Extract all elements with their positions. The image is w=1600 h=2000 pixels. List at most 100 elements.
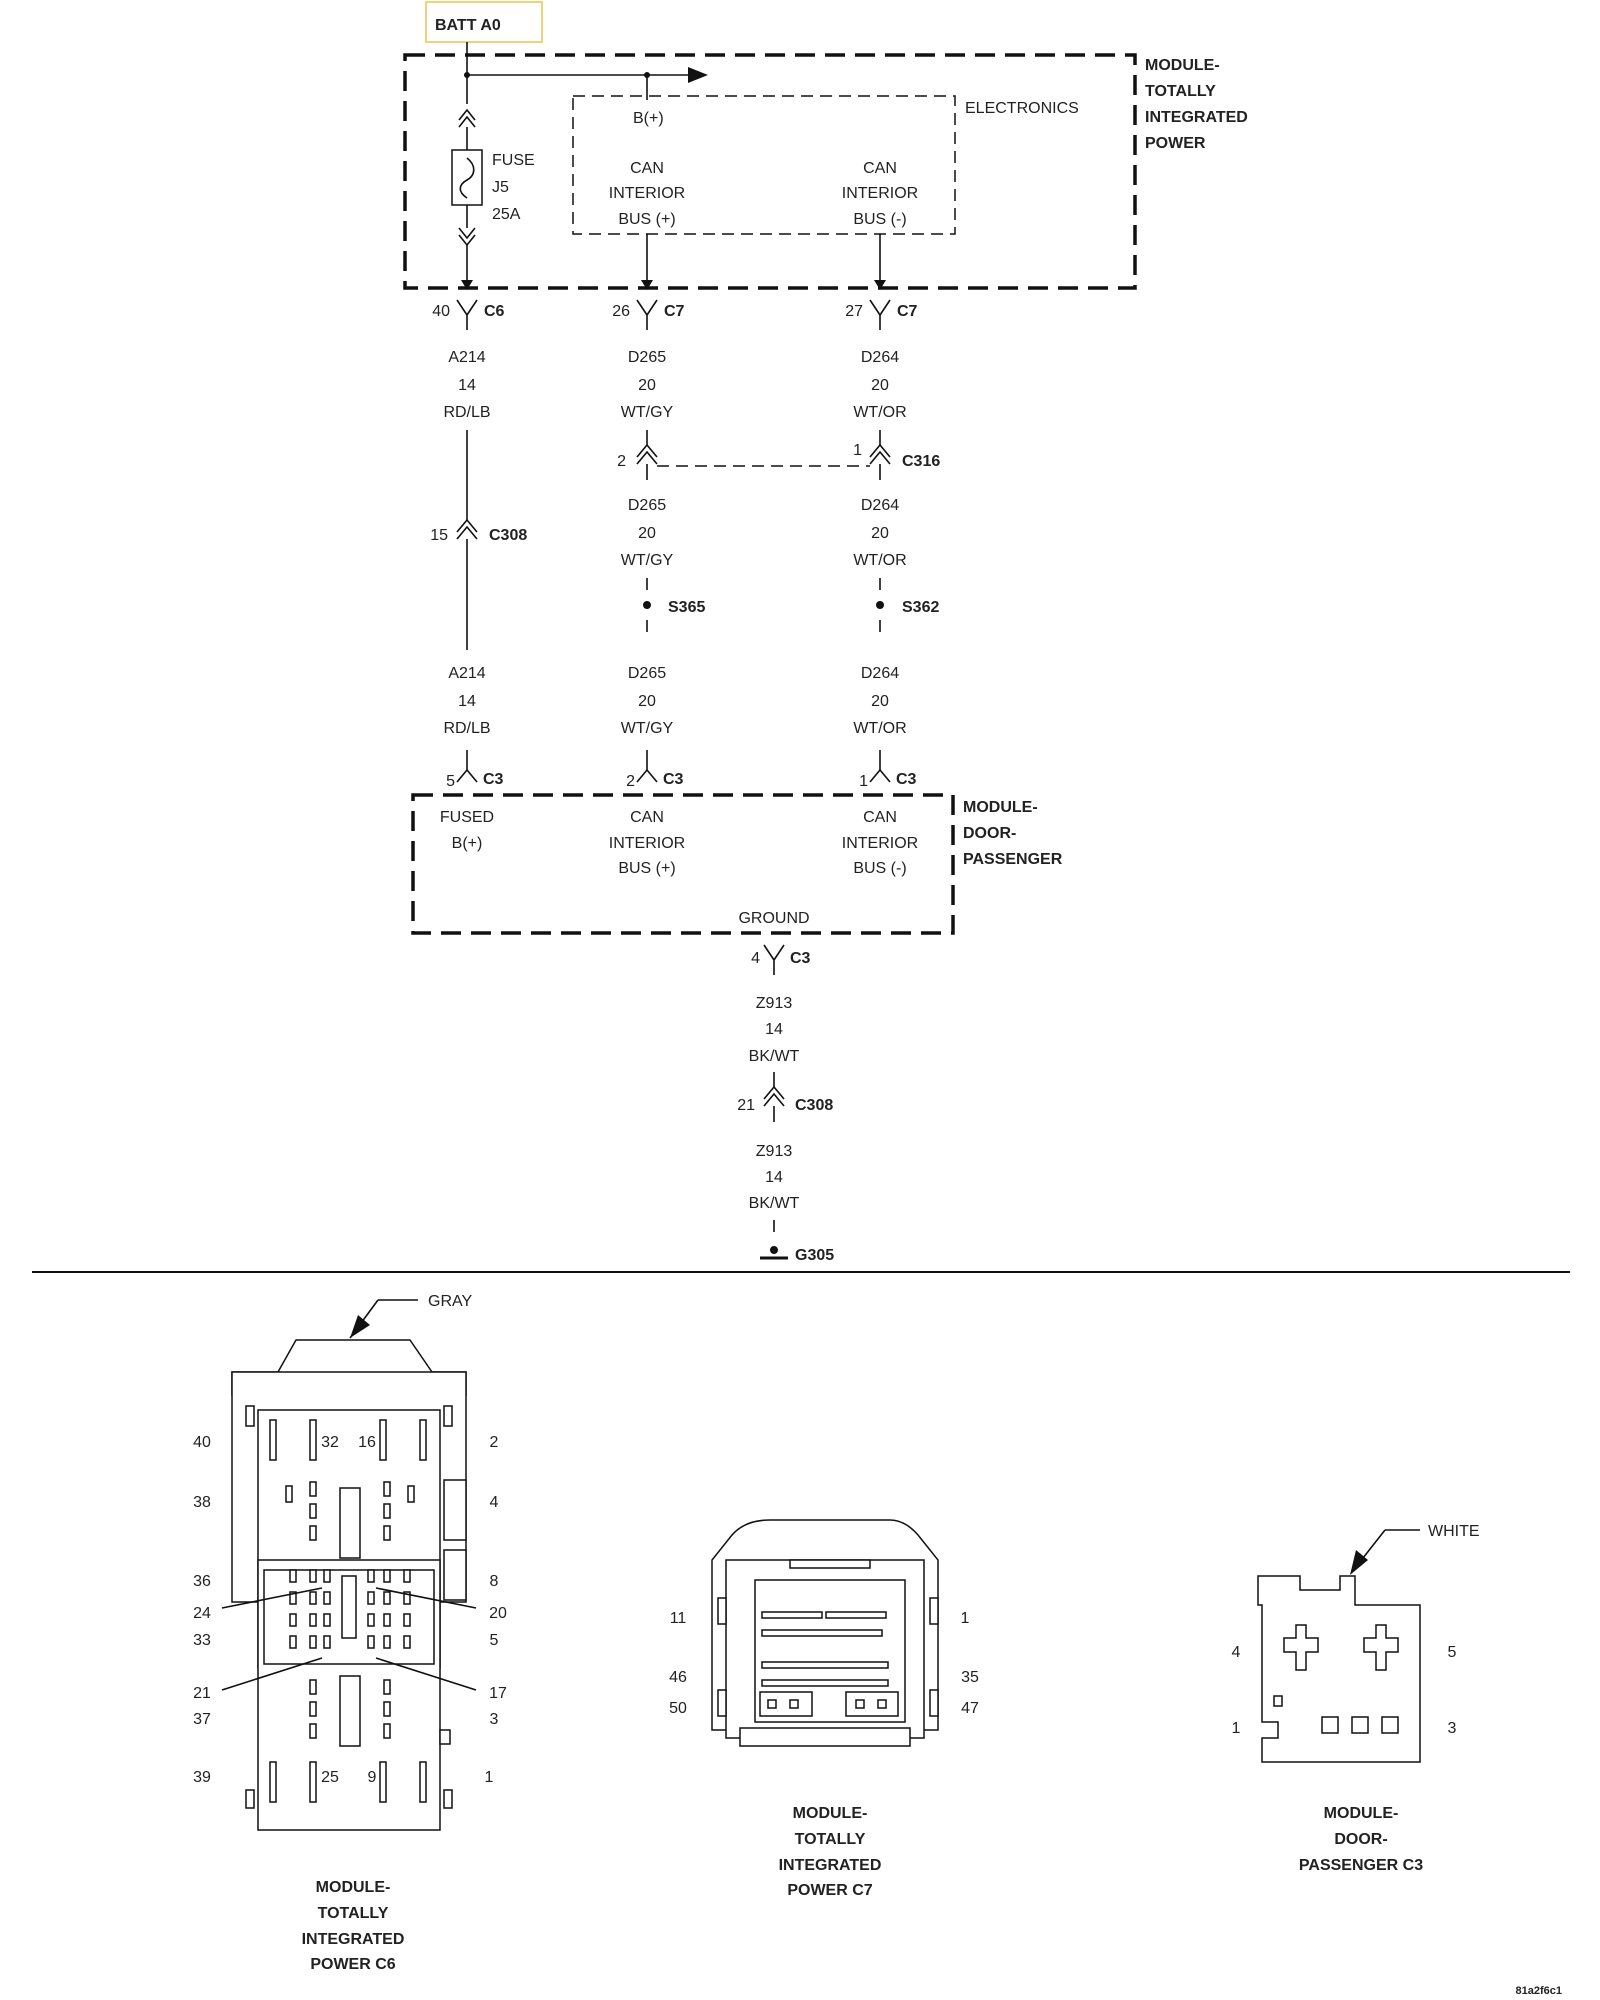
svg-text:POWER: POWER bbox=[1145, 135, 1206, 152]
electronics-can-minus-label: CAN INTERIOR BUS (-) bbox=[842, 160, 918, 228]
svg-text:40: 40 bbox=[432, 303, 450, 320]
svg-text:WT/GY: WT/GY bbox=[621, 552, 674, 569]
svg-text:BUS (+): BUS (+) bbox=[618, 211, 675, 228]
svg-text:20: 20 bbox=[871, 693, 889, 710]
electronics-boundary bbox=[572, 95, 956, 235]
svg-text:G305: G305 bbox=[795, 1247, 834, 1264]
ground-g305: G305 bbox=[760, 1220, 834, 1264]
connector-c6-pin40: 40 C6 bbox=[432, 299, 505, 330]
svg-text:37: 37 bbox=[193, 1711, 211, 1728]
svg-text:21: 21 bbox=[193, 1685, 211, 1702]
svg-text:CAN: CAN bbox=[863, 809, 897, 826]
svg-text:27: 27 bbox=[845, 303, 863, 320]
svg-text:DOOR-: DOOR- bbox=[1334, 1831, 1387, 1848]
svg-text:WT/OR: WT/OR bbox=[853, 552, 906, 569]
svg-text:9: 9 bbox=[368, 1769, 377, 1786]
svg-text:C3: C3 bbox=[483, 771, 504, 788]
svg-text:Z913: Z913 bbox=[756, 995, 793, 1012]
electronics-can-plus-label: CAN INTERIOR BUS (+) bbox=[609, 160, 685, 228]
connector-c3-pin2: 2 C3 bbox=[626, 750, 684, 790]
c3-caption: MODULE- DOOR- PASSENGER C3 bbox=[1299, 1805, 1423, 1874]
c6-color-callout: GRAY bbox=[349, 1293, 472, 1339]
svg-text:BUS (+): BUS (+) bbox=[618, 860, 675, 877]
svg-text:RD/LB: RD/LB bbox=[443, 720, 490, 737]
fuse-label: FUSE J5 25A bbox=[492, 152, 535, 223]
svg-text:5: 5 bbox=[446, 773, 455, 790]
svg-text:3: 3 bbox=[1448, 1720, 1457, 1737]
batt-label: BATT A0 bbox=[435, 17, 501, 34]
svg-text:14: 14 bbox=[458, 693, 476, 710]
svg-text:INTEGRATED: INTEGRATED bbox=[779, 1857, 882, 1874]
svg-text:5: 5 bbox=[490, 1632, 499, 1649]
svg-text:FUSED: FUSED bbox=[440, 809, 494, 826]
svg-text:INTERIOR: INTERIOR bbox=[609, 835, 685, 852]
wire-d265-label-2: D265 20 WT/GY bbox=[621, 497, 674, 569]
svg-text:CAN: CAN bbox=[630, 160, 664, 177]
c3-color-callout: WHITE bbox=[1350, 1523, 1480, 1575]
svg-text:35: 35 bbox=[961, 1669, 979, 1686]
svg-text:D264: D264 bbox=[861, 349, 899, 366]
svg-text:47: 47 bbox=[961, 1700, 979, 1717]
svg-text:36: 36 bbox=[193, 1573, 211, 1590]
tipm-module-boundary bbox=[403, 53, 1137, 290]
svg-text:40: 40 bbox=[193, 1434, 211, 1451]
door-can-plus-label: CAN INTERIOR BUS (+) bbox=[609, 809, 685, 877]
svg-text:C308: C308 bbox=[795, 1097, 833, 1114]
svg-text:20: 20 bbox=[871, 525, 889, 542]
connector-c7-pin27: 27 C7 bbox=[845, 299, 918, 330]
svg-text:46: 46 bbox=[669, 1669, 687, 1686]
svg-text:WT/OR: WT/OR bbox=[853, 404, 906, 421]
svg-text:2: 2 bbox=[617, 453, 626, 470]
svg-text:S362: S362 bbox=[902, 599, 939, 616]
svg-text:D265: D265 bbox=[628, 349, 666, 366]
svg-text:B(+): B(+) bbox=[452, 835, 483, 852]
svg-text:1: 1 bbox=[485, 1769, 494, 1786]
svg-text:4: 4 bbox=[751, 950, 760, 967]
svg-text:21: 21 bbox=[737, 1097, 755, 1114]
svg-text:20: 20 bbox=[489, 1605, 507, 1622]
svg-text:11: 11 bbox=[670, 1610, 687, 1627]
wire-d265-label-3: D265 20 WT/GY bbox=[621, 665, 674, 737]
svg-text:20: 20 bbox=[638, 377, 656, 394]
svg-text:WT/GY: WT/GY bbox=[621, 720, 674, 737]
svg-text:32: 32 bbox=[321, 1434, 339, 1451]
svg-text:8: 8 bbox=[490, 1573, 499, 1590]
wire-d264-label-3: D264 20 WT/OR bbox=[853, 665, 906, 737]
svg-text:1: 1 bbox=[1232, 1720, 1241, 1737]
svg-text:4: 4 bbox=[1232, 1644, 1241, 1661]
svg-text:1: 1 bbox=[859, 773, 868, 790]
svg-text:INTERIOR: INTERIOR bbox=[842, 835, 918, 852]
connector-c316: 2 1 C316 bbox=[617, 442, 940, 470]
connector-c7-pin26: 26 C7 bbox=[612, 299, 685, 330]
svg-text:TOTALLY: TOTALLY bbox=[795, 1831, 866, 1848]
svg-text:FUSE: FUSE bbox=[492, 152, 535, 169]
svg-text:INTEGRATED: INTEGRATED bbox=[302, 1931, 405, 1948]
svg-text:20: 20 bbox=[638, 525, 656, 542]
svg-text:14: 14 bbox=[458, 377, 476, 394]
door-module-title: MODULE- DOOR- PASSENGER bbox=[963, 799, 1063, 868]
svg-text:16: 16 bbox=[358, 1434, 376, 1451]
electronics-label: ELECTRONICS bbox=[965, 100, 1079, 117]
svg-text:BUS (-): BUS (-) bbox=[853, 211, 906, 228]
connector-c3-pin5: 5 C3 bbox=[446, 750, 504, 790]
svg-text:3: 3 bbox=[490, 1711, 499, 1728]
svg-text:C6: C6 bbox=[484, 303, 505, 320]
wire-d264-label-2: D264 20 WT/OR bbox=[853, 497, 906, 569]
svg-text:WHITE: WHITE bbox=[1428, 1523, 1480, 1540]
svg-text:CAN: CAN bbox=[630, 809, 664, 826]
splice-s365: S365 bbox=[643, 578, 705, 632]
svg-text:MODULE-: MODULE- bbox=[1324, 1805, 1399, 1822]
svg-text:J5: J5 bbox=[492, 179, 509, 196]
svg-text:20: 20 bbox=[871, 377, 889, 394]
svg-text:INTERIOR: INTERIOR bbox=[609, 185, 685, 202]
door-fused-bplus-label: FUSED B(+) bbox=[440, 809, 494, 852]
wire-a214-label-lower: A214 14 RD/LB bbox=[443, 665, 490, 737]
svg-text:INTERIOR: INTERIOR bbox=[842, 185, 918, 202]
svg-text:26: 26 bbox=[612, 303, 630, 320]
svg-text:C3: C3 bbox=[663, 771, 684, 788]
bplus-feed-wire bbox=[464, 42, 708, 104]
wire-d265-label-1: D265 20 WT/GY bbox=[621, 349, 674, 421]
svg-text:POWER C6: POWER C6 bbox=[310, 1956, 395, 1973]
svg-text:D264: D264 bbox=[861, 497, 899, 514]
svg-text:39: 39 bbox=[193, 1769, 211, 1786]
